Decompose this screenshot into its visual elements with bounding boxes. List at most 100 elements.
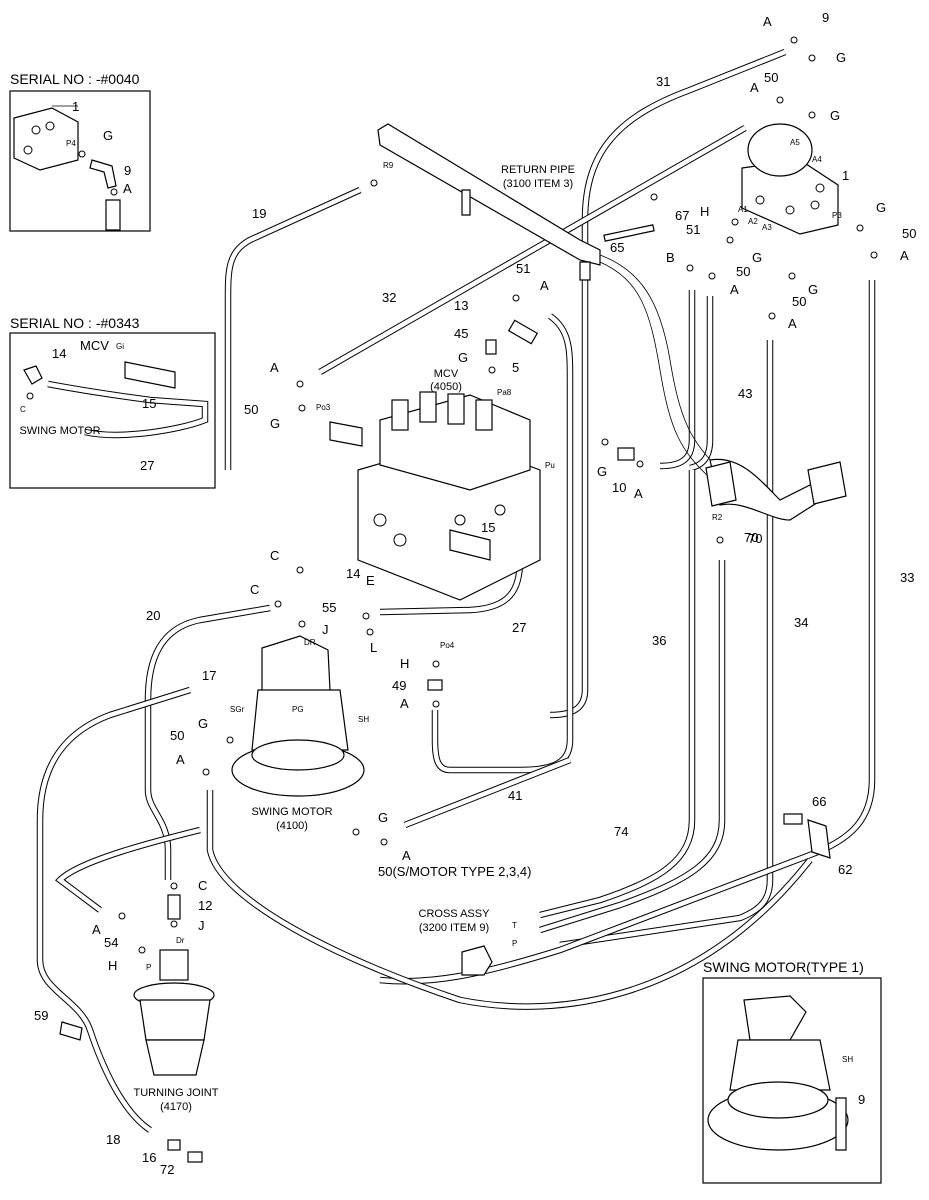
svg-text:G: G bbox=[378, 810, 388, 825]
svg-text:E: E bbox=[366, 573, 375, 588]
svg-text:20: 20 bbox=[146, 608, 160, 623]
svg-text:Pa8: Pa8 bbox=[497, 388, 512, 397]
svg-text:50: 50 bbox=[244, 402, 258, 417]
inset-0040-block bbox=[13, 107, 79, 171]
svg-text:9: 9 bbox=[124, 163, 131, 178]
svg-text:G: G bbox=[103, 128, 113, 143]
svg-text:45: 45 bbox=[454, 326, 468, 341]
inset-type1-frame bbox=[702, 977, 882, 1184]
return-pipe: RETURN PIPE (3100 ITEM 3) R9 bbox=[377, 123, 721, 479]
svg-text:C: C bbox=[20, 405, 26, 414]
svg-text:13: 13 bbox=[454, 298, 468, 313]
svg-text:G: G bbox=[876, 200, 886, 215]
svg-text:A: A bbox=[270, 360, 279, 375]
inset-0343-frame bbox=[9, 332, 216, 489]
svg-text:A4: A4 bbox=[812, 155, 822, 164]
svg-text:A: A bbox=[540, 278, 549, 293]
svg-text:41: 41 bbox=[508, 788, 522, 803]
svg-text:50: 50 bbox=[902, 226, 916, 241]
svg-text:SWING MOTOR: SWING MOTOR bbox=[19, 425, 100, 437]
svg-text:A1: A1 bbox=[738, 205, 748, 214]
svg-text:74: 74 bbox=[614, 824, 628, 839]
svg-text:50: 50 bbox=[792, 294, 806, 309]
svg-text:27: 27 bbox=[140, 458, 154, 473]
svg-text:R9: R9 bbox=[383, 161, 394, 170]
main-control-valve: MCV (4050) Pa8 Pu Po3 Po4 bbox=[316, 368, 555, 650]
svg-text:DR: DR bbox=[304, 638, 316, 647]
svg-text:54: 54 bbox=[104, 935, 118, 950]
svg-text:51: 51 bbox=[686, 222, 700, 237]
svg-text:G: G bbox=[270, 416, 280, 431]
inset-serial-0040: SERIAL NO : -#0040 1 G P4 9 A bbox=[9, 71, 151, 232]
svg-text:1: 1 bbox=[72, 99, 79, 114]
svg-text:9: 9 bbox=[822, 10, 829, 25]
svg-text:Po4: Po4 bbox=[440, 641, 455, 650]
svg-text:16: 16 bbox=[142, 1150, 156, 1165]
cross-assy-ref: (3200 ITEM 9) bbox=[419, 922, 489, 934]
svg-text:31: 31 bbox=[656, 74, 670, 89]
svg-text:50: 50 bbox=[736, 264, 750, 279]
svg-text:SH: SH bbox=[842, 1055, 853, 1064]
svg-text:A: A bbox=[92, 922, 101, 937]
swing-motor-label: SWING MOTOR bbox=[251, 806, 332, 818]
svg-text:55: 55 bbox=[322, 600, 336, 615]
svg-text:A: A bbox=[176, 752, 185, 767]
inset-0040-title: SERIAL NO : -#0040 bbox=[10, 71, 140, 87]
svg-text:A: A bbox=[750, 80, 759, 95]
svg-text:PG: PG bbox=[292, 705, 304, 714]
svg-text:P: P bbox=[146, 963, 151, 972]
accumulator bbox=[747, 123, 813, 177]
svg-text:59: 59 bbox=[34, 1008, 48, 1023]
svg-text:A2: A2 bbox=[748, 217, 758, 226]
svg-text:T: T bbox=[512, 921, 517, 930]
inset-swing-motor-type1: SWING MOTOR(TYPE 1) SH 9 bbox=[702, 959, 882, 1184]
return-pipe-ref: (3100 ITEM 3) bbox=[503, 178, 573, 190]
inset-serial-0343: SERIAL NO : -#0343 14 MCV Gi 15 C SWING … bbox=[9, 315, 216, 489]
cross-assy-label: CROSS ASSY bbox=[419, 908, 491, 920]
clamp-59 bbox=[59, 1021, 83, 1041]
svg-text:A: A bbox=[402, 848, 411, 863]
svg-text:33: 33 bbox=[900, 570, 914, 585]
svg-text:19: 19 bbox=[252, 206, 266, 221]
svg-text:P: P bbox=[512, 939, 517, 948]
svg-text:70: 70 bbox=[744, 530, 758, 545]
svg-text:P4: P4 bbox=[66, 139, 76, 148]
svg-text:14: 14 bbox=[346, 566, 360, 581]
svg-text:62: 62 bbox=[838, 862, 852, 877]
svg-text:Po3: Po3 bbox=[316, 403, 331, 412]
svg-text:H: H bbox=[108, 958, 117, 973]
svg-text:5: 5 bbox=[512, 360, 519, 375]
svg-text:A: A bbox=[400, 696, 409, 711]
callouts: A 9 G 31 50 A G 1 G 50 A 67 H 51 50 G 65… bbox=[34, 10, 916, 1177]
svg-text:R2: R2 bbox=[712, 513, 723, 522]
svg-text:1: 1 bbox=[842, 168, 849, 183]
turning-joint: Dr P TURNING JOINT (4170) bbox=[133, 936, 219, 1113]
svg-text:SH: SH bbox=[358, 715, 369, 724]
mcv-label: MCV bbox=[434, 368, 459, 380]
svg-text:49: 49 bbox=[392, 678, 406, 693]
svg-text:32: 32 bbox=[382, 290, 396, 305]
svg-text:36: 36 bbox=[652, 633, 666, 648]
svg-text:Dr: Dr bbox=[176, 936, 185, 945]
svg-text:A: A bbox=[730, 282, 739, 297]
svg-text:G: G bbox=[752, 250, 762, 265]
svg-text:18: 18 bbox=[106, 1132, 120, 1147]
svg-text:B: B bbox=[666, 250, 675, 265]
svg-text:C: C bbox=[198, 878, 207, 893]
fittings bbox=[118, 36, 878, 1163]
svg-text:C: C bbox=[250, 582, 259, 597]
svg-text:66: 66 bbox=[812, 794, 826, 809]
svg-text:A: A bbox=[900, 248, 909, 263]
svg-text:G: G bbox=[597, 464, 607, 479]
mcv-ref: (4050) bbox=[430, 381, 462, 393]
hoses bbox=[36, 48, 876, 1133]
svg-text:27: 27 bbox=[512, 620, 526, 635]
swing-motor-ref: (4100) bbox=[276, 820, 308, 832]
svg-text:65: 65 bbox=[610, 240, 624, 255]
svg-text:50: 50 bbox=[764, 70, 778, 85]
svg-text:67: 67 bbox=[675, 208, 689, 223]
svg-text:L: L bbox=[370, 640, 377, 655]
svg-text:14: 14 bbox=[52, 346, 66, 361]
svg-text:A: A bbox=[634, 486, 643, 501]
svg-text:51: 51 bbox=[516, 261, 530, 276]
